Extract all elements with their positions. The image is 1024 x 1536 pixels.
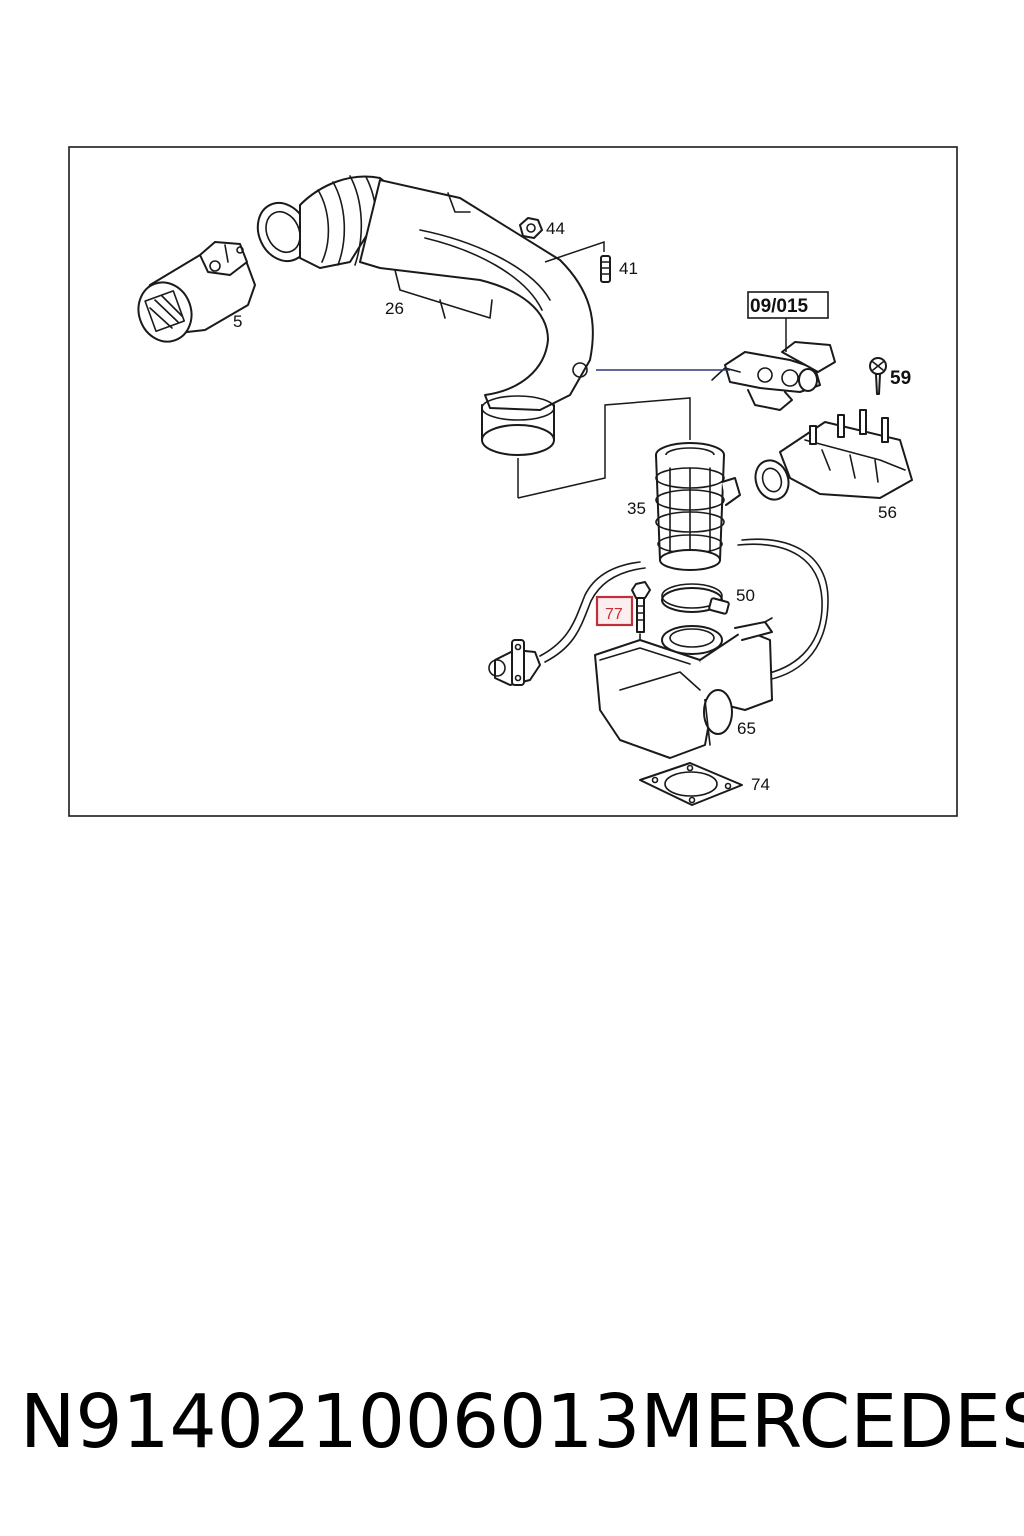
callout-59: 59 (890, 368, 911, 389)
part-5-air-mass-sensor[interactable] (130, 241, 256, 349)
callout-35: 35 (627, 499, 646, 518)
part-65-throttle-housing[interactable] (594, 617, 773, 759)
part-50-hose-clamp[interactable] (661, 583, 730, 615)
part-77-bolt[interactable] (631, 581, 651, 647)
part-number: N914021006013 (20, 1379, 641, 1465)
part-35-bellows-hose[interactable] (655, 442, 741, 571)
product-caption: N914021006013 MERCEDES (20, 1372, 1024, 1472)
callout-74: 74 (751, 775, 770, 794)
highlight-box-77[interactable] (595, 595, 634, 627)
sensor-connector[interactable] (488, 639, 541, 686)
callout-26: 26 (385, 299, 404, 318)
callout-09-015: 09/015 (750, 296, 809, 317)
diagram-border (68, 146, 958, 817)
callout-56: 56 (878, 503, 897, 522)
part-41-stud[interactable] (600, 255, 611, 283)
callout-41: 41 (619, 259, 638, 278)
callout-65: 65 (737, 719, 756, 738)
callout-44: 44 (546, 219, 565, 238)
part-56-resonator-housing[interactable] (750, 409, 913, 504)
part-44-nut[interactable] (519, 217, 543, 239)
part-09-015-connector[interactable] (711, 341, 836, 411)
brand-name: MERCEDES (640, 1379, 1024, 1465)
vacuum-line-outer (741, 538, 829, 682)
part-74-gasket[interactable] (639, 762, 743, 806)
callout-box-09-015 (747, 291, 829, 319)
part-59-screw[interactable] (869, 357, 887, 395)
part-26-intake-duct[interactable] (249, 175, 594, 456)
sensor-cable (539, 561, 641, 657)
vacuum-line (737, 543, 823, 676)
callout-77: 77 (605, 606, 623, 623)
sensor-cable-outer (544, 567, 646, 663)
leader-duct-to-35 (517, 397, 691, 499)
callout-50: 50 (736, 586, 755, 605)
leader-44-41 (544, 240, 605, 263)
callout-5: 5 (233, 312, 242, 331)
